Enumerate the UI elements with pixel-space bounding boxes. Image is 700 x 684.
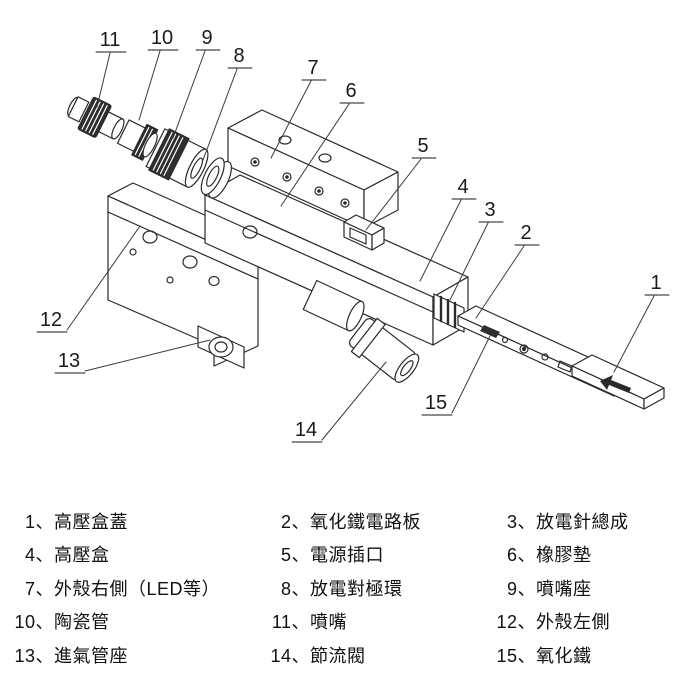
nozzle-part xyxy=(67,96,125,140)
legend-item-name: 高壓盒蓋 xyxy=(54,511,128,532)
legend-item-4: 4、高壓盒 xyxy=(12,538,268,572)
legend-item-name: 放電對極環 xyxy=(310,578,403,599)
legend-item-1: 1、高壓盒蓋 xyxy=(12,504,268,538)
air-inlet-seat-part xyxy=(197,325,245,369)
legend-item-number: 8、 xyxy=(280,578,310,599)
arrow-mark-icon xyxy=(600,375,631,393)
parts-legend: 1、高壓盒蓋 2、氧化鐵電路板 3、放電針總成 4、高壓盒 5、電源插口 6、橡… xyxy=(0,492,700,672)
legend-item-name: 外殼左側 xyxy=(536,612,610,633)
throttle-valve-part xyxy=(348,317,420,383)
leader-lines xyxy=(66,50,655,441)
legend-item-13: 13、進氣管座 xyxy=(12,638,268,672)
callout-9: 9 xyxy=(201,27,212,49)
legend-item-number: 4、 xyxy=(24,545,54,566)
legend-item-name: 外殼右側（LED等） xyxy=(54,578,221,599)
legend-item-6: 6、橡膠墊 xyxy=(494,538,700,572)
legend-item-name: 噴嘴座 xyxy=(536,578,592,599)
legend-item-5: 5、電源插口 xyxy=(268,538,494,572)
callout-11: 11 xyxy=(100,29,121,51)
legend-item-name: 放電針總成 xyxy=(536,511,629,532)
hv-box-cover-part xyxy=(571,354,665,410)
callout-2: 2 xyxy=(520,222,531,244)
cylinder-train xyxy=(67,96,232,199)
electrode-ring-part xyxy=(200,157,232,199)
callout-10: 10 xyxy=(151,27,173,49)
legend-item-number: 11、 xyxy=(271,612,310,633)
legend-item-name: 電源插口 xyxy=(310,545,384,566)
callout-13: 13 xyxy=(58,350,80,372)
callout-1: 1 xyxy=(650,272,661,294)
exploded-view-svg: 11 10 9 8 7 6 5 4 3 2 1 12 13 14 15 xyxy=(36,27,670,443)
legend-item-14: 14、節流閥 xyxy=(268,638,494,672)
legend-item-name: 噴嘴 xyxy=(310,612,347,633)
legend-item-number: 7、 xyxy=(24,578,54,599)
power-socket-part xyxy=(343,214,385,251)
legend-item-number: 9、 xyxy=(506,578,536,599)
callout-numbers: 11 10 9 8 7 6 5 4 3 2 1 12 13 14 15 xyxy=(40,27,662,441)
legend-item-2: 2、氧化鐵電路板 xyxy=(268,504,494,538)
legend-item-name: 氧化鐵電路板 xyxy=(310,511,421,532)
nozzle-seat-part xyxy=(145,128,209,188)
legend-item-number: 5、 xyxy=(280,545,310,566)
legend-item-11: 11、噴嘴 xyxy=(268,605,494,639)
exploded-diagram: 11 10 9 8 7 6 5 4 3 2 1 12 13 14 15 xyxy=(36,27,670,443)
legend-item-name: 節流閥 xyxy=(310,645,366,666)
callout-underlines xyxy=(36,49,670,443)
legend-item-number: 1、 xyxy=(24,511,54,532)
legend-item-12: 12、外殼左側 xyxy=(494,605,700,639)
legend-item-8: 8、放電對極環 xyxy=(268,571,494,605)
legend-item-number: 10、 xyxy=(14,612,54,633)
callout-12: 12 xyxy=(40,309,62,331)
legend-item-name: 進氣管座 xyxy=(54,645,128,666)
discharge-needle-part xyxy=(433,293,465,333)
legend-item-name: 高壓盒 xyxy=(54,545,110,566)
legend-item-name: 橡膠墊 xyxy=(536,545,592,566)
callout-15: 15 xyxy=(425,392,447,414)
legend-item-9: 9、噴嘴座 xyxy=(494,571,700,605)
ceramic-tube-part xyxy=(116,119,159,161)
legend-item-3: 3、放電針總成 xyxy=(494,504,700,538)
legend-item-number: 3、 xyxy=(506,511,536,532)
callout-5: 5 xyxy=(417,135,428,157)
legend-item-name: 氧化鐵 xyxy=(536,645,592,666)
iron-oxide-part xyxy=(480,325,500,338)
callout-3: 3 xyxy=(484,199,495,221)
callout-8: 8 xyxy=(233,45,244,67)
callout-14: 14 xyxy=(295,419,317,441)
legend-item-number: 6、 xyxy=(506,545,536,566)
legend-item-number: 12、 xyxy=(496,612,536,633)
legend-item-10: 10、陶瓷管 xyxy=(12,605,268,639)
legend-item-number: 13、 xyxy=(14,645,54,666)
legend-item-number: 2、 xyxy=(280,511,310,532)
legend-item-number: 14、 xyxy=(270,645,310,666)
legend-item-name: 陶瓷管 xyxy=(54,612,110,633)
legend-item-7: 7、外殼右側（LED等） xyxy=(12,571,268,605)
legend-item-15: 15、氧化鐵 xyxy=(494,638,700,672)
body-cylinder-section xyxy=(302,279,365,332)
callout-7: 7 xyxy=(307,57,318,79)
right-shell-part xyxy=(227,109,399,229)
callout-4: 4 xyxy=(457,176,468,198)
callout-6: 6 xyxy=(345,80,356,102)
legend-item-number: 15、 xyxy=(496,645,536,666)
